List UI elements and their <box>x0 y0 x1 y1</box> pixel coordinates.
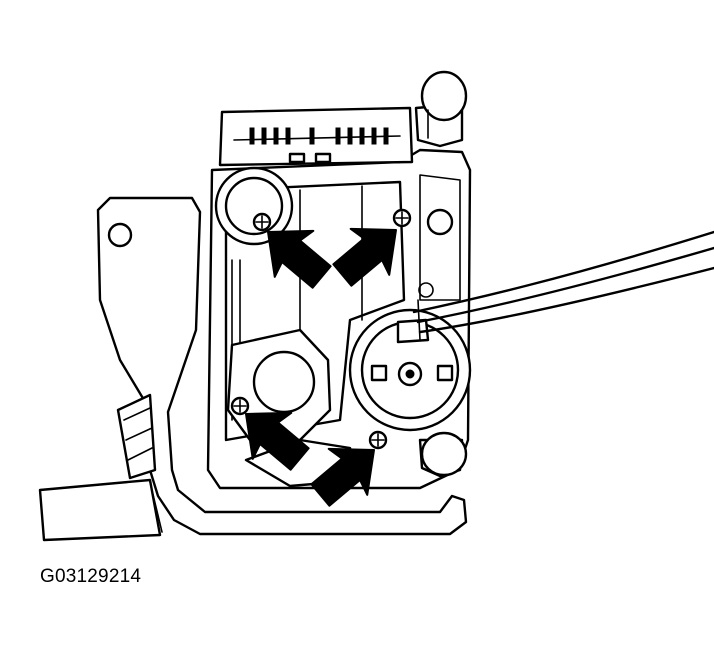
pointer-arrows <box>245 227 397 507</box>
upper-left-bearing <box>214 166 294 246</box>
gear-slot-left <box>370 364 388 382</box>
bottom-post <box>418 431 468 478</box>
screw-lower-right <box>368 430 388 450</box>
arrow-upper-right-screw <box>332 227 397 287</box>
bracket-hole-left <box>107 222 133 248</box>
screw-upper-left <box>252 212 272 232</box>
screw-upper-right <box>392 208 412 228</box>
screw-lower-left <box>230 396 250 416</box>
bracket-tab <box>38 478 162 542</box>
mounting-bracket <box>38 196 468 542</box>
wiring-harness <box>412 230 714 341</box>
connector-block <box>218 106 414 167</box>
arrow-lower-right-screw <box>310 447 375 507</box>
gear-slot-right <box>436 364 454 382</box>
top-post <box>414 70 468 148</box>
motor-gear <box>348 308 472 432</box>
arrow-upper-left-screw <box>267 229 332 289</box>
arrow-lower-left-screw <box>245 411 310 471</box>
connector-pins <box>249 127 389 164</box>
figure-id-label: G03129214 <box>40 566 142 587</box>
